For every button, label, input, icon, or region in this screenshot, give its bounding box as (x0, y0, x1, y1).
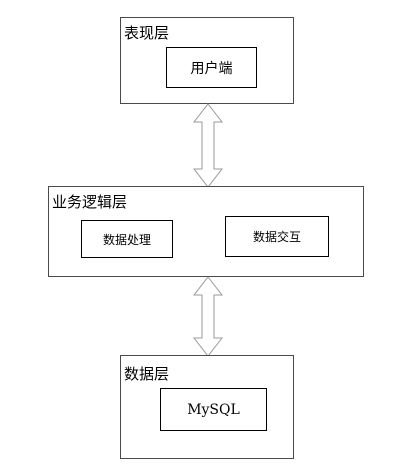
business-logic-layer: 业务逻辑层 数据处理 数据交互 (48, 186, 364, 277)
data-interaction-label: 数据交互 (252, 230, 301, 244)
double-arrow-icon-top (192, 103, 224, 188)
mysql-box: MySQL (160, 388, 267, 431)
presentation-layer: 表现层 用户端 (120, 17, 294, 104)
double-arrow-icon-bottom (192, 276, 224, 357)
data-processing-box: 数据处理 (81, 220, 173, 258)
data-layer-title: 数据层 (124, 365, 170, 383)
data-processing-label: 数据处理 (102, 232, 151, 247)
business-logic-layer-title: 业务逻辑层 (52, 193, 128, 211)
data-layer: 数据层 MySQL (120, 355, 294, 459)
client-label: 用户端 (190, 60, 233, 77)
data-interaction-box: 数据交互 (225, 216, 329, 257)
mysql-label: MySQL (187, 401, 240, 418)
presentation-layer-title: 表现层 (124, 24, 170, 42)
client-box: 用户端 (166, 47, 257, 88)
